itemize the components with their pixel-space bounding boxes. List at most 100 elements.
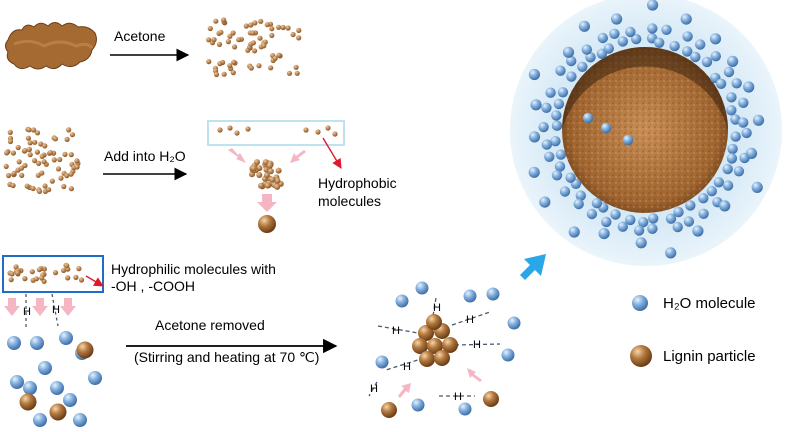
- water-molecule: [528, 131, 541, 143]
- lignin-dot: [61, 267, 67, 273]
- lignin-dot: [267, 168, 274, 175]
- lignin-dot: [243, 23, 249, 29]
- lignin-dot: [64, 263, 70, 269]
- bulk-lignin-block: [5, 22, 97, 70]
- hbond-label: H: [466, 314, 474, 326]
- water-molecule: [601, 216, 612, 228]
- water-molecule: [600, 122, 612, 134]
- lignin-dot: [38, 141, 44, 147]
- lignin-particle-small: [258, 215, 276, 233]
- water-molecule: [726, 153, 738, 164]
- water-molecule: [568, 226, 580, 238]
- hbond-label: H: [392, 325, 400, 337]
- water-molecule: [709, 33, 722, 45]
- legend-water-label: H₂O molecule: [663, 295, 756, 312]
- lignin-dot: [11, 170, 17, 176]
- lignin-dot: [26, 146, 32, 153]
- lignin-dot: [206, 59, 212, 65]
- dispersed-lignin-dots-1: [206, 17, 302, 78]
- stirring-label: (Stirring and heating at 70 ℃): [134, 349, 319, 365]
- water-molecule: [88, 371, 102, 385]
- water-molecule: [683, 216, 695, 227]
- water-molecule: [661, 24, 672, 35]
- lignin-dot: [61, 183, 67, 190]
- water-molecule: [730, 131, 741, 142]
- lignin-dot: [218, 29, 224, 35]
- water-molecule: [682, 31, 693, 42]
- lignin-dot: [286, 70, 293, 76]
- hydrophobic-pointer-arrow: [322, 137, 342, 169]
- hydrophilic-box: [2, 255, 104, 293]
- lignin-dot: [64, 136, 70, 142]
- lignin-particle-center-right: [483, 391, 499, 407]
- water-molecule: [647, 23, 658, 34]
- water-molecule: [726, 105, 737, 116]
- lignin-dot: [15, 144, 21, 151]
- lignin-dot: [256, 172, 263, 178]
- lignin-dot: [250, 40, 256, 46]
- water-molecule: [741, 127, 752, 139]
- legend-water-icon: [632, 295, 648, 311]
- lignin-dot: [18, 165, 25, 171]
- lignin-dot: [274, 183, 281, 190]
- hydrophilic-label-line2: -OH , -COOH: [111, 278, 195, 294]
- water-molecule: [730, 114, 741, 125]
- hbond-label: H: [370, 383, 378, 395]
- water-molecule: [727, 55, 739, 67]
- lignin-dot: [36, 160, 42, 166]
- lignin-dot: [207, 25, 213, 32]
- lignin-dot: [230, 30, 236, 36]
- lignin-dot: [19, 172, 25, 178]
- water-molecule: [722, 163, 733, 175]
- lignin-dot: [36, 188, 43, 194]
- lignin-dot: [66, 127, 72, 133]
- lignin-dot: [69, 132, 75, 138]
- water-molecule: [566, 71, 577, 82]
- water-molecule: [375, 355, 389, 369]
- lignin-dot: [30, 185, 36, 192]
- lignin-dot: [42, 183, 48, 189]
- lignin-dot: [250, 165, 257, 172]
- lignin-dot: [55, 166, 62, 172]
- lignin-particle: [419, 351, 435, 367]
- lignin-dot: [274, 177, 281, 184]
- lignin-dot: [57, 156, 63, 163]
- lignin-dot: [31, 158, 38, 164]
- lignin-dot: [269, 176, 276, 183]
- lignin-particle: [19, 393, 37, 411]
- lignin-dot: [34, 130, 41, 136]
- lignin-dot: [221, 17, 227, 23]
- water-molecule: [738, 97, 749, 109]
- lignin-dot: [296, 35, 302, 41]
- water-molecule: [581, 44, 592, 55]
- lignin-dot: [285, 25, 291, 31]
- water-molecule: [726, 92, 737, 103]
- hydrophobic-aggregate: [249, 159, 284, 190]
- lignin-dot: [46, 187, 52, 193]
- pink-arrow-right: [290, 150, 306, 163]
- water-molecule: [638, 217, 649, 228]
- lignin-dot: [10, 150, 16, 156]
- lignin-dot: [68, 186, 74, 192]
- water-molecule: [7, 336, 21, 350]
- lignin-dot: [227, 33, 233, 39]
- lignin-dot: [227, 63, 233, 69]
- nanoparticle-shell-shadow: [562, 47, 728, 130]
- water-molecule: [633, 225, 645, 236]
- water-molecule: [530, 99, 542, 111]
- lignin-dot: [211, 37, 217, 43]
- water-molecule: [73, 413, 87, 427]
- lignin-dot: [4, 150, 10, 156]
- lignin-dot: [65, 275, 71, 281]
- water-molecule: [625, 214, 636, 226]
- water-molecule: [690, 51, 701, 63]
- hydrophilic-label-line1: Hydrophilic molecules with: [111, 261, 276, 277]
- lignin-dot: [47, 150, 54, 156]
- lignin-dot: [7, 129, 13, 135]
- water-molecule: [565, 172, 576, 183]
- lignin-dot: [3, 163, 9, 169]
- lignin-dot: [16, 159, 22, 165]
- lignin-dot: [276, 24, 282, 30]
- lignin-particle: [426, 314, 442, 330]
- lignin-dot: [332, 131, 338, 137]
